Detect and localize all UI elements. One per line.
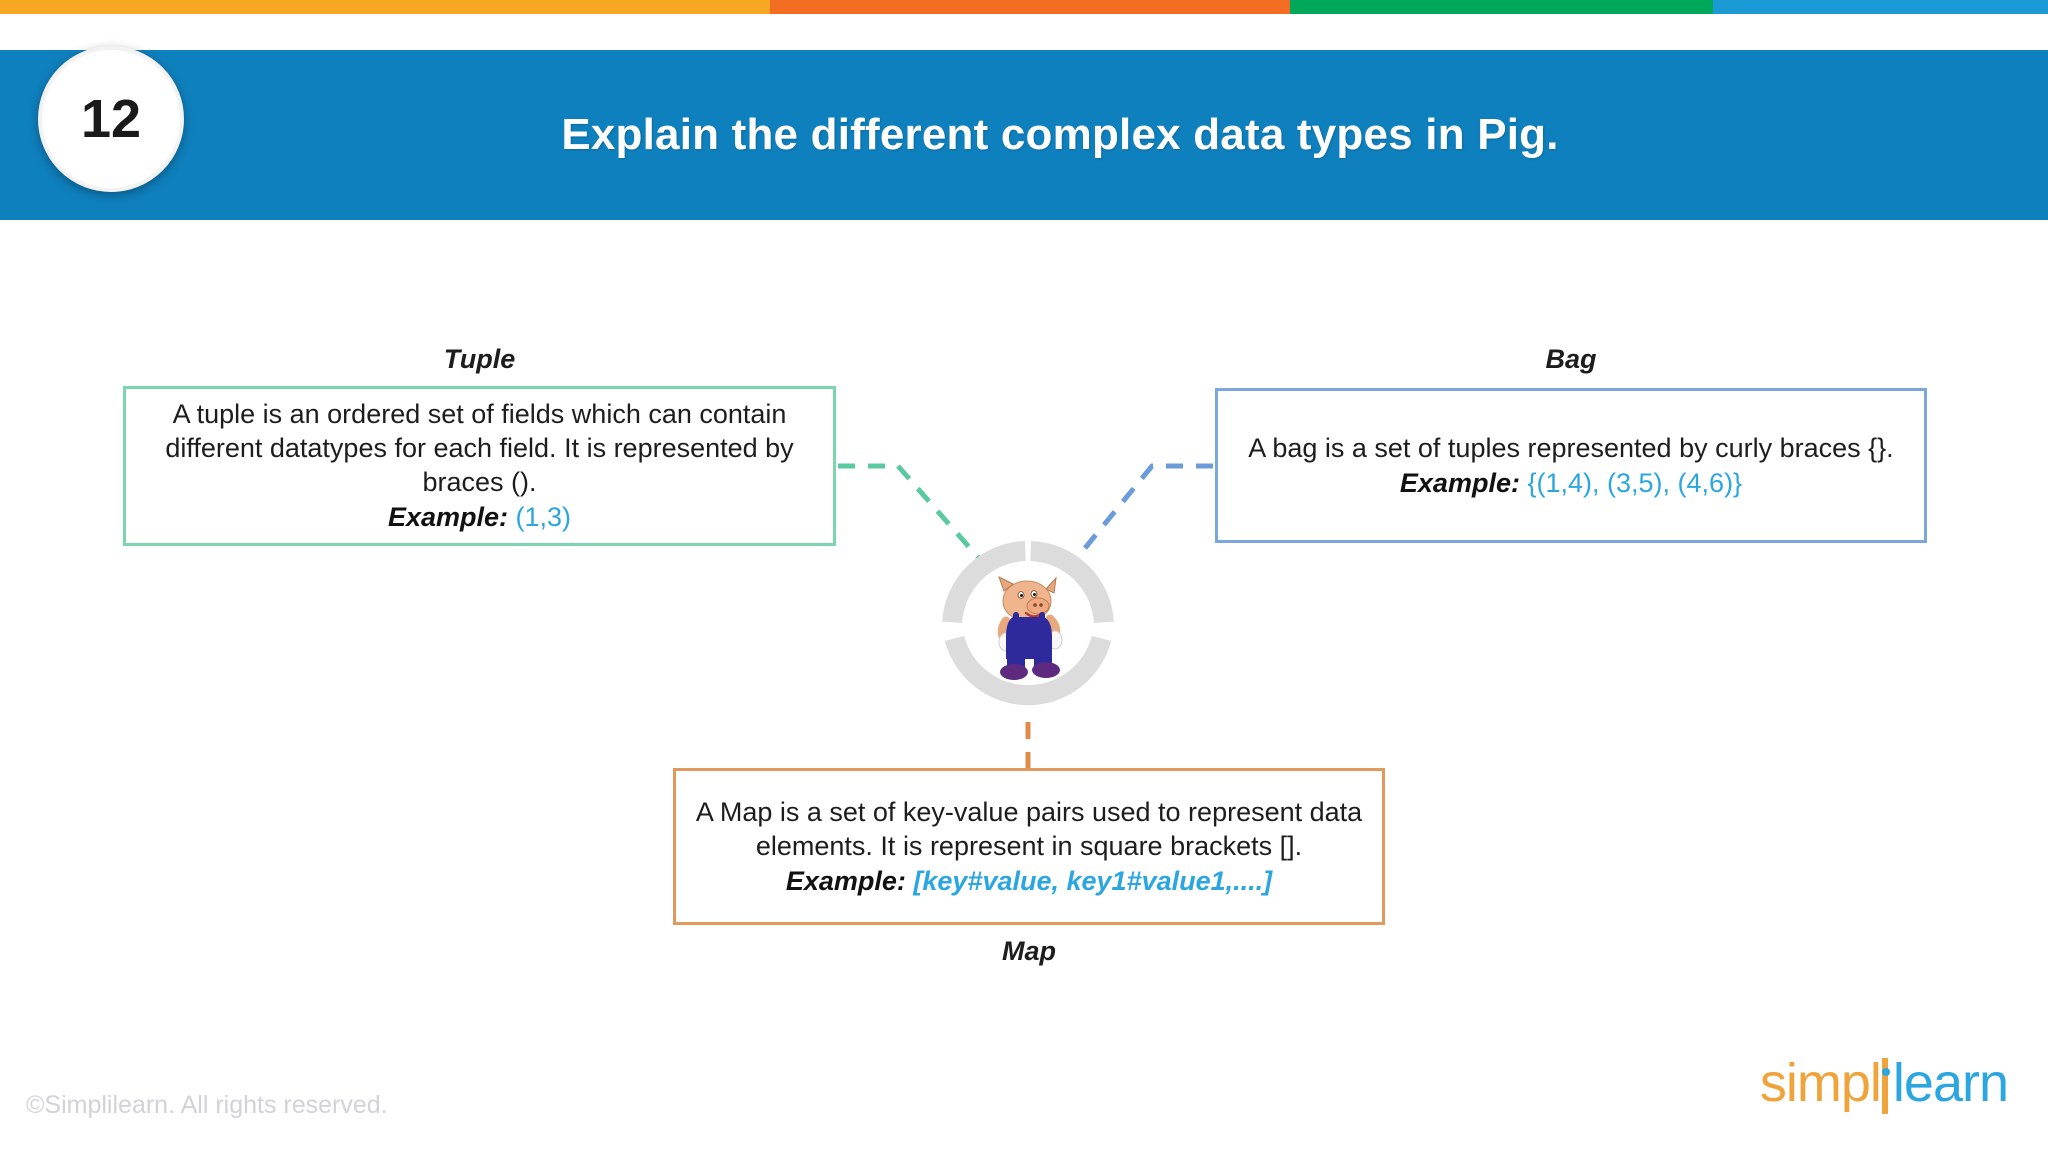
tuple-description: A tuple is an ordered set of fields whic… <box>165 399 794 497</box>
top-bar-segment-orange <box>770 0 1290 14</box>
map-box: A Map is a set of key-value pairs used t… <box>673 768 1385 925</box>
bag-example-label: Example: <box>1399 467 1520 498</box>
bag-box: A bag is a set of tuples represented by … <box>1215 388 1927 543</box>
top-bar-segment-blue <box>1713 0 2048 14</box>
logo-text-learn: learn <box>1892 1053 2009 1113</box>
simplilearn-logo: simpl learn <box>1759 1053 2009 1114</box>
top-bar-segment-green <box>1290 0 1713 14</box>
hub-graphic <box>938 537 1118 717</box>
bag-example-value: {(1,4), (3,5), (4,6)} <box>1527 467 1743 498</box>
bag-description: A bag is a set of tuples represented by … <box>1248 432 1894 463</box>
question-number-badge: 12 <box>38 46 184 192</box>
tuple-example: Example: (1,3) <box>388 499 571 535</box>
map-example: Example: [key#value, key1#value1,....] <box>786 863 1272 899</box>
map-example-label: Example: <box>785 865 906 896</box>
logo-dot-icon <box>1881 1068 1890 1076</box>
hub-ring-icon <box>942 541 1114 706</box>
pig-mascot-icon <box>997 575 1063 680</box>
bag-caption: Bag <box>1545 344 1597 374</box>
tuple-example-value: (1,3) <box>515 502 572 532</box>
top-bar-segment-yellow <box>0 0 770 14</box>
question-number: 12 <box>80 89 142 149</box>
tuple-caption: Tuple <box>443 344 516 374</box>
tuple-example-label: Example: <box>387 502 508 532</box>
map-caption: Map <box>1002 936 1056 966</box>
page-title: Explain the different complex data types… <box>561 110 1559 159</box>
copyright-text: ©Simplilearn. All rights reserved. <box>26 1091 388 1119</box>
logo-divider-bar <box>1881 1058 1888 1114</box>
top-color-bar <box>0 0 2048 14</box>
bag-example: Example: {(1,4), (3,5), (4,6)} <box>1400 465 1742 501</box>
map-description: A Map is a set of key-value pairs used t… <box>695 796 1363 861</box>
logo-text-simpl: simpl <box>1759 1053 1882 1113</box>
map-example-value: [key#value, key1#value1,....] <box>913 865 1273 896</box>
header-band <box>0 50 2048 220</box>
tuple-box: A tuple is an ordered set of fields whic… <box>123 386 836 546</box>
